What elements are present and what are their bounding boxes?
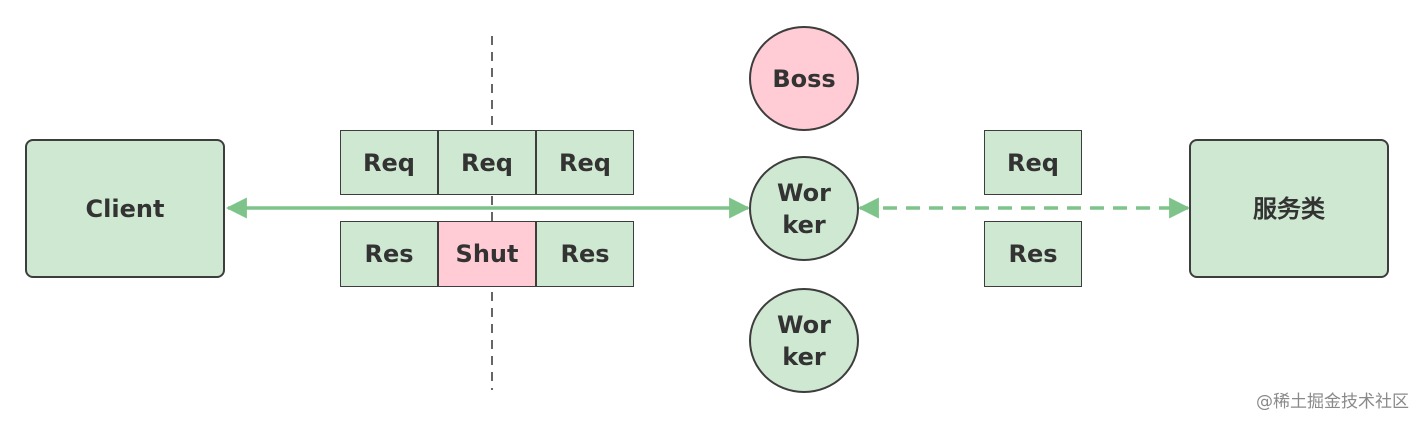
- right-res-label: Res: [1008, 240, 1058, 268]
- left-req-cell-1: Req: [340, 130, 438, 195]
- left-req-label-2: Req: [461, 148, 513, 177]
- worker-top-line2: ker: [782, 210, 826, 239]
- right-req-cell: Req: [984, 130, 1082, 195]
- service-box: 服务类: [1189, 139, 1389, 278]
- worker-node-top: Wor ker: [749, 156, 859, 261]
- worker-top-line1: Wor: [777, 178, 831, 207]
- worker-bottom-line2: ker: [782, 342, 826, 371]
- left-req-label-1: Req: [363, 148, 415, 177]
- boss-node: Boss: [749, 26, 859, 131]
- service-label: 服务类: [1253, 194, 1325, 223]
- shut-label: Shut: [455, 240, 519, 268]
- left-res-label-1: Res: [364, 240, 414, 268]
- worker-bottom-line1: Wor: [777, 310, 831, 339]
- left-res-cell-3: Res: [536, 221, 634, 287]
- left-req-label-3: Req: [559, 148, 611, 177]
- left-req-cell-2: Req: [438, 130, 536, 195]
- shut-cell: Shut: [438, 221, 536, 287]
- left-req-cell-3: Req: [536, 130, 634, 195]
- worker-node-bottom: Wor ker: [749, 288, 859, 393]
- watermark: @稀土掘金技术社区: [1256, 392, 1409, 412]
- client-box: Client: [25, 139, 225, 278]
- left-res-label-3: Res: [560, 240, 610, 268]
- right-res-cell: Res: [984, 221, 1082, 287]
- client-label: Client: [85, 194, 165, 223]
- boss-label: Boss: [772, 64, 836, 93]
- left-res-cell-1: Res: [340, 221, 438, 287]
- right-req-label: Req: [1007, 148, 1059, 177]
